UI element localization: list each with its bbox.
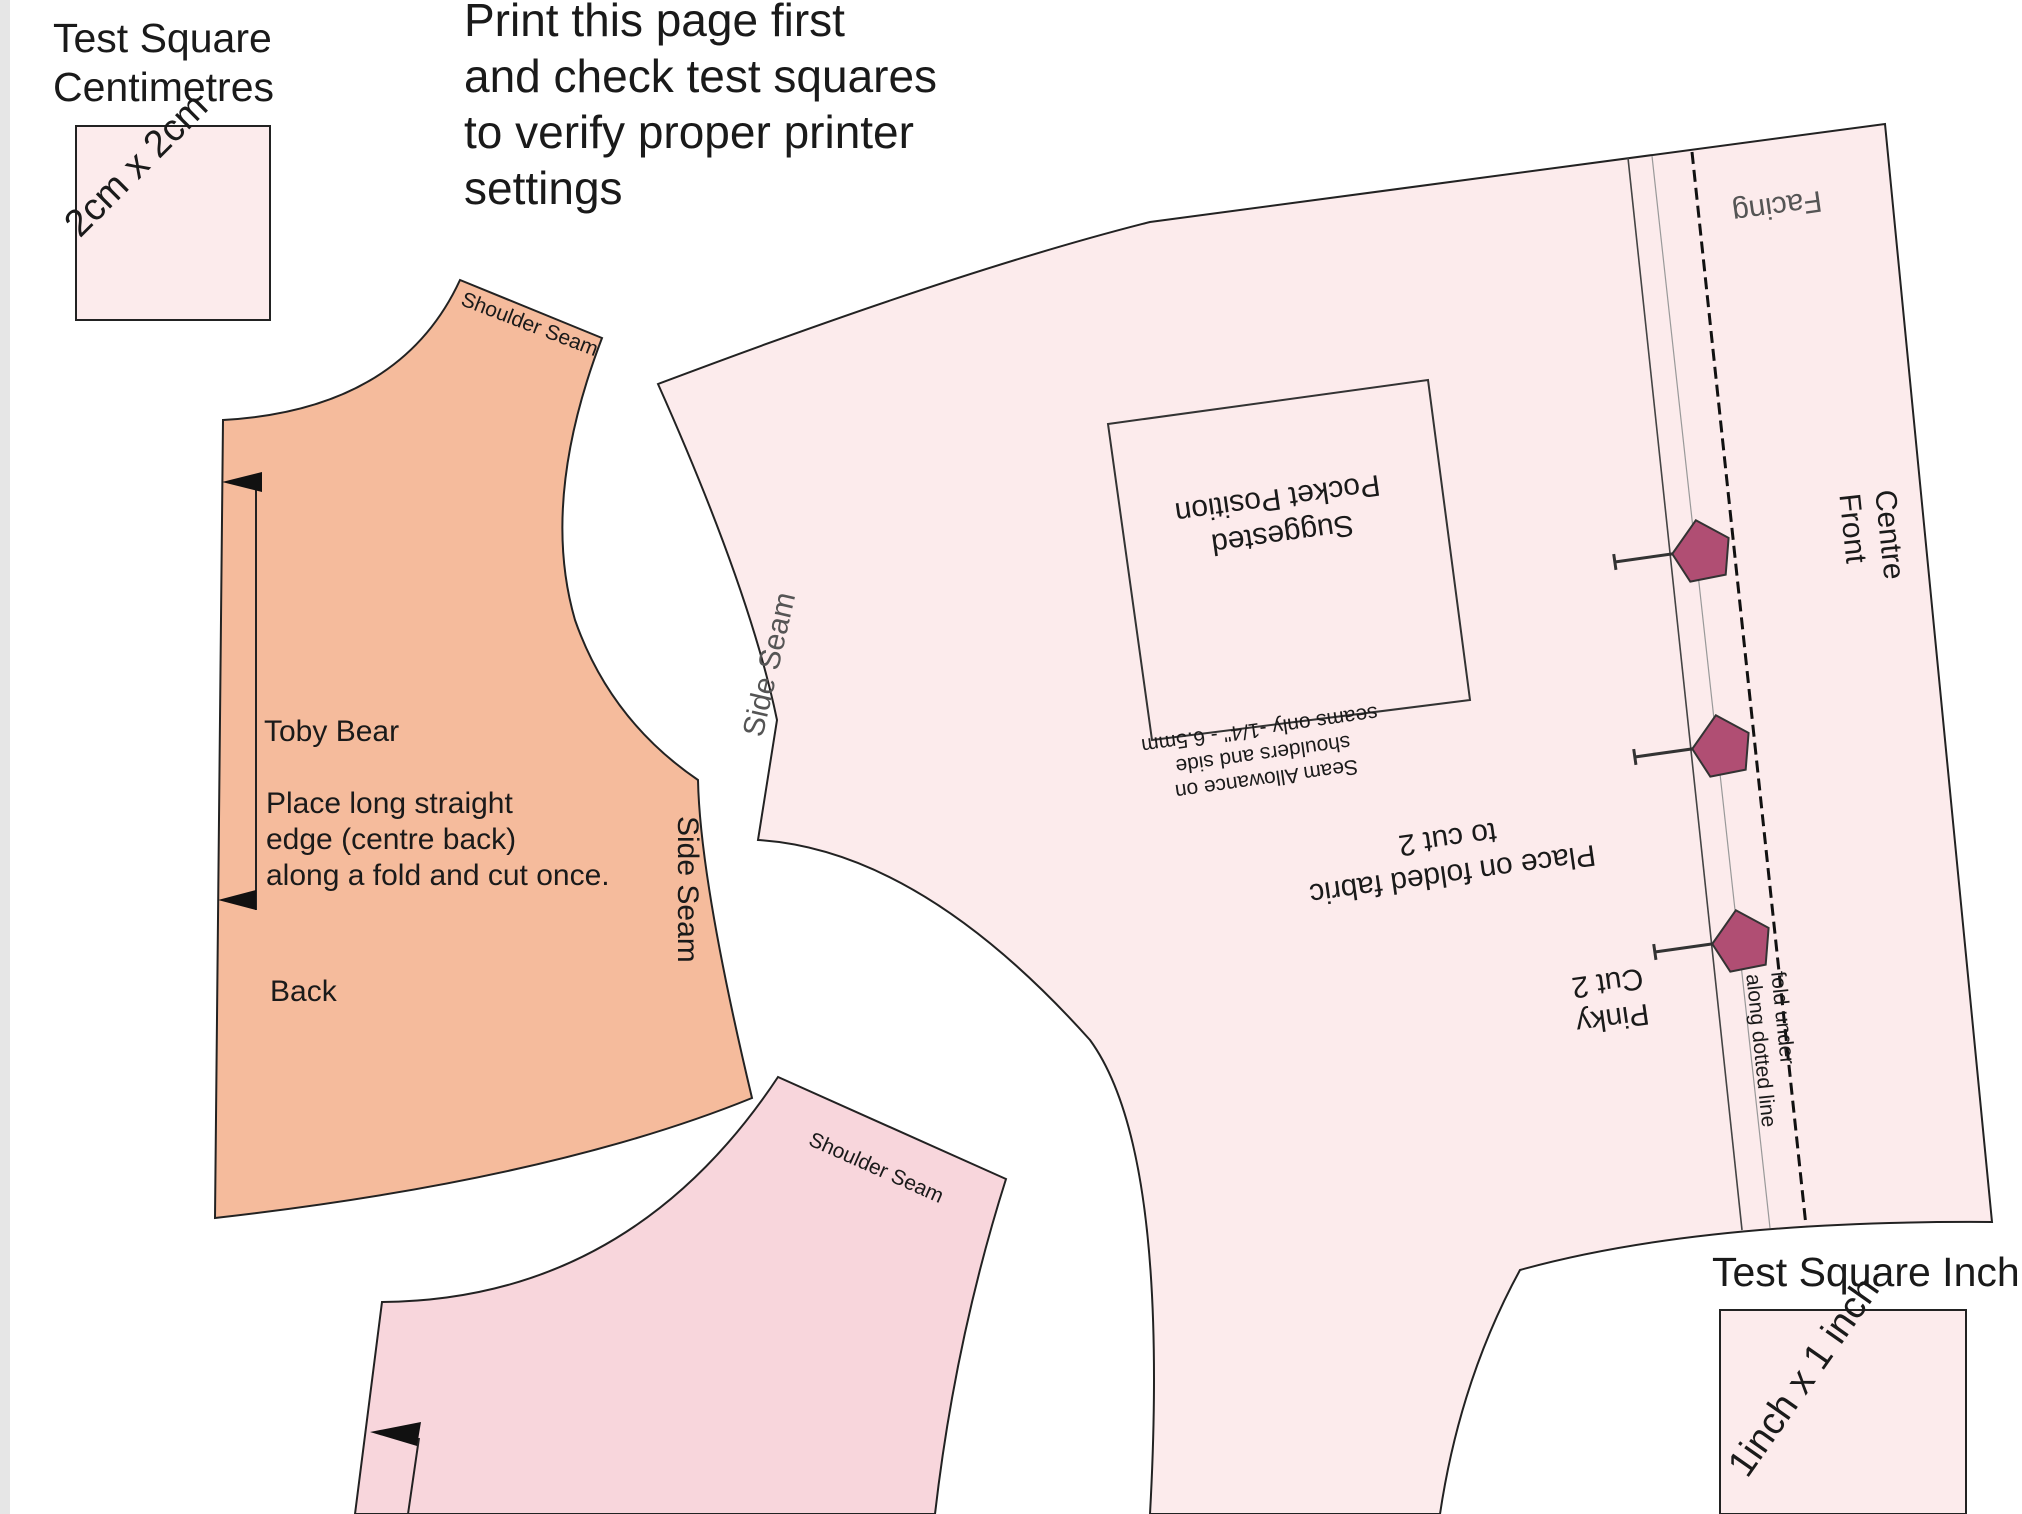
print-instructions: Print this page first and check test squ… — [464, 0, 938, 215]
fold-dotted-line — [1690, 151, 1808, 1227]
grainline-arrow — [218, 472, 262, 910]
button-marker — [1652, 908, 1770, 973]
centre-front-label: Centre Front — [1832, 488, 1911, 582]
test-square-inch — [1719, 1309, 1967, 1514]
button-marker — [1632, 713, 1750, 778]
test-square-cm-heading: Test Square Centimetres — [53, 15, 275, 111]
lower-pattern-piece — [353, 1075, 1008, 1514]
back-instructions: Place long straight edge (centre back) a… — [266, 787, 610, 892]
front-pattern-piece — [656, 122, 1994, 1514]
button-marker — [1612, 518, 1730, 583]
grainline-arrow-lower — [370, 1422, 421, 1514]
facing-line — [1627, 157, 1743, 1231]
page-left-edge — [0, 0, 10, 1514]
pocket-position-box — [1106, 378, 1472, 742]
back-pattern-piece — [213, 278, 754, 1220]
piece-name: Back — [270, 975, 337, 1008]
test-square-cm — [75, 125, 271, 321]
facing-line-inner — [1651, 155, 1771, 1229]
pattern-title: Toby Bear — [264, 715, 400, 748]
side-seam-label: Side Seam — [671, 816, 704, 963]
test-square-inch-heading: Test Square Inch — [1712, 1249, 2020, 1295]
